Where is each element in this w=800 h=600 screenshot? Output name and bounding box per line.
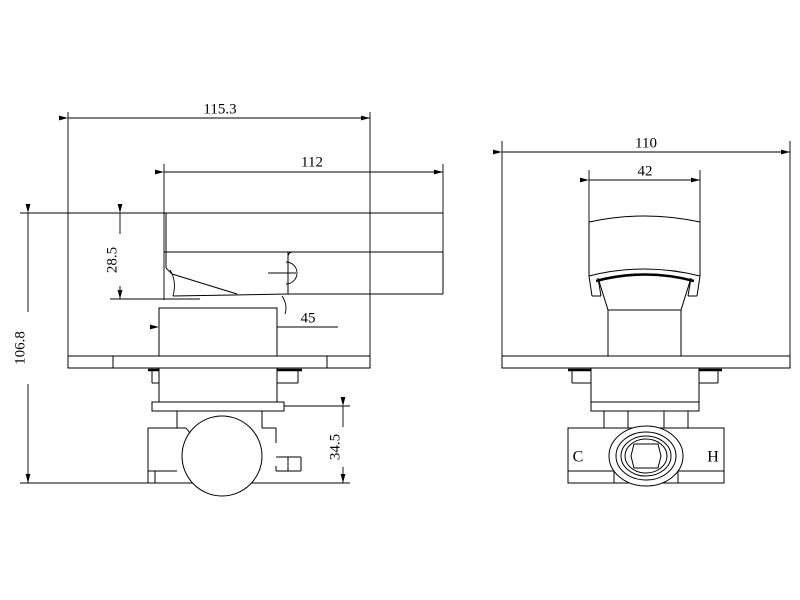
side-view-cartridge-neck [176,411,263,428]
port-label-cold: C [573,449,584,466]
dimension-overall-height: 106.8 [12,204,31,483]
dimension-handle-height: 28.5 [104,204,123,299]
dimension-label-110: 110 [635,135,657,151]
front-view-handle-base [607,309,682,359]
front-view-cartridge-neck [603,411,689,428]
dimension-label-42: 42 [638,163,653,179]
dimension-lever-length: 112 [155,152,443,175]
dimension-escutcheon-width: 110 [493,133,790,155]
side-view-handle-base [158,307,278,363]
dimension-label-28-5: 28.5 [104,247,120,273]
dimension-handle-width: 42 [580,161,700,183]
side-view-collar [151,367,299,412]
side-view-valve-body [147,415,302,497]
port-label-hot: H [707,449,719,466]
dimension-body-height: 34.5 [327,397,346,483]
front-view-handle-cap [588,215,701,311]
side-view-lever-handle [165,213,444,315]
side-view-group: 115.3 112 28.5 106.8 [12,99,444,497]
dimension-label-115-3: 115.3 [203,101,236,117]
dimension-label-34-5: 34.5 [327,434,343,460]
dimension-label-45: 45 [301,310,316,326]
front-view-group: 110 42 [493,133,791,487]
dimension-label-112: 112 [301,154,323,170]
dimension-overall-length: 115.3 [59,99,370,121]
front-view-valve-body [567,425,725,487]
dimension-label-106-8: 106.8 [12,331,28,365]
front-view-collar [571,367,719,412]
